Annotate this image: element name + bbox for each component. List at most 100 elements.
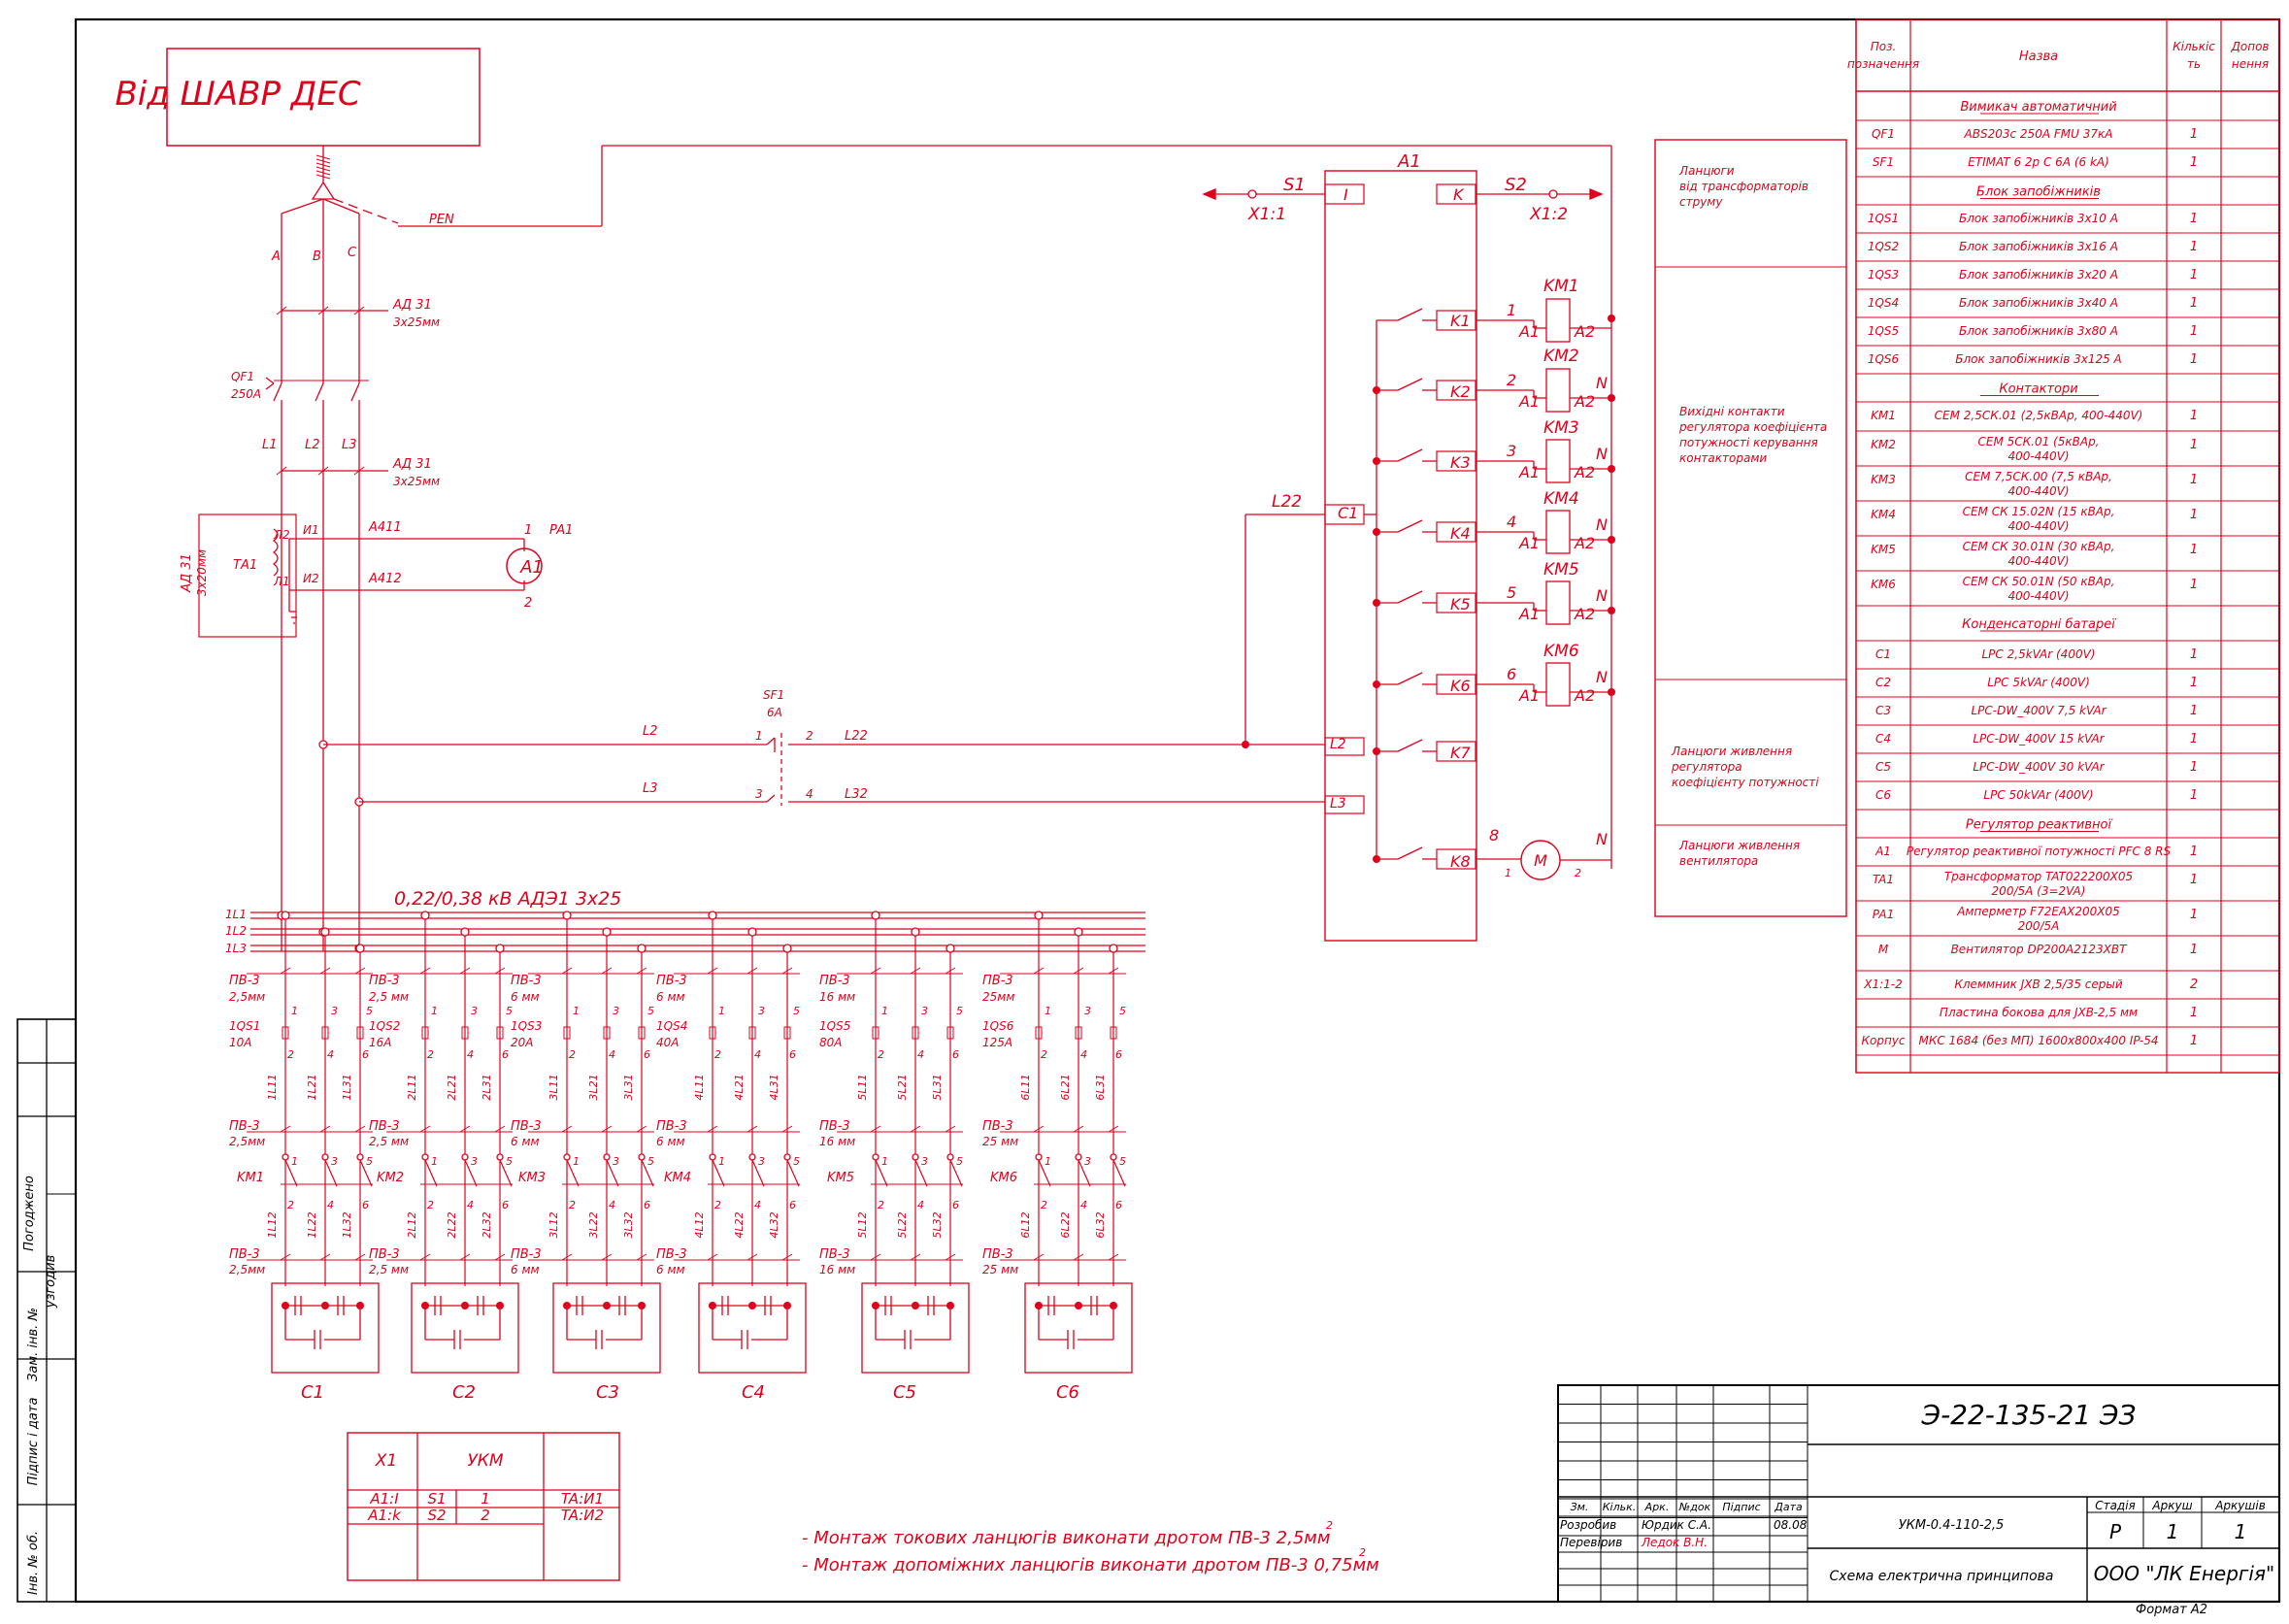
cable-tick (601, 1253, 613, 1261)
fuse (872, 1026, 879, 1040)
sheets-value: 1 (2235, 1520, 2247, 1543)
capacitor-bank-C1 (271, 1282, 380, 1374)
wire-number: 5L21 (896, 1074, 909, 1100)
km-pin: 4 (467, 1199, 474, 1211)
schematic-label: 5 (1507, 583, 1516, 602)
bom-qty: 1 (2190, 943, 2198, 957)
wire-number: 3L12 (547, 1211, 560, 1238)
cable-tick (945, 1253, 956, 1261)
schematic-label: АД 31 (392, 298, 432, 313)
bom-qty: 1 (2190, 409, 2198, 423)
km-pin: 1 (881, 1155, 888, 1168)
schematic-label: 2 (1575, 867, 1581, 879)
fuse-pin: 6 (644, 1048, 650, 1061)
bom-qty: 1 (2190, 155, 2198, 170)
km-pin: 2 (427, 1199, 434, 1211)
contact-terminal (461, 1153, 469, 1161)
checker-name: Ледок В.Н. (1641, 1536, 1708, 1549)
junction-dot (1608, 536, 1615, 544)
km-pin: 3 (613, 1155, 619, 1168)
fuse-rating: 80A (819, 1036, 842, 1049)
schematic-label: K2 (1450, 382, 1471, 401)
bom-name: Блок запобіжників 3х80 А (1959, 324, 2118, 338)
x1-cell: S1 (427, 1490, 446, 1508)
bom-name: LPC 2,5kVAr (400V) (1982, 647, 2096, 661)
bom-name: Трансформатор TAT022200X05 (1944, 870, 2133, 883)
schematic-label: A1 (1397, 151, 1421, 172)
junction-ring (355, 944, 365, 953)
x1-cell: 2 (481, 1507, 490, 1524)
bom-name: 400-440V) (2007, 519, 2069, 533)
fuse-pin: 6 (952, 1048, 959, 1061)
wire-number: 2L22 (446, 1211, 458, 1238)
x1-cell: S2 (427, 1507, 446, 1524)
contact-terminal (709, 1153, 716, 1161)
schematic-label: PEN (429, 213, 454, 227)
arrow-right-icon (1589, 188, 1604, 200)
bom-name: Регулятор реактивної потужності PFC 8 RS (1907, 845, 2172, 858)
junction-dot (912, 1302, 919, 1309)
side-stamp-label: Зам. інв. № (26, 1308, 41, 1381)
bom-position: C6 (1875, 788, 1891, 802)
bom-name: Амперметр F72EAX200X05 (1956, 905, 2120, 918)
junction-dot (603, 1302, 611, 1309)
wire-number: 5L32 (931, 1211, 944, 1238)
bom-name: 400-440V) (2007, 589, 2069, 603)
developer-name: Юрдик С.А. (1642, 1518, 1711, 1532)
checked-label: Перевірив (1560, 1536, 1622, 1549)
cable-size: 16 мм (819, 1135, 855, 1148)
cable-type: ПВ-3 (656, 1247, 687, 1262)
km-pin: 5 (956, 1155, 963, 1168)
fuse-block-id: 1QS3 (511, 1019, 542, 1033)
wire (1397, 448, 1423, 462)
wire-number: 3L11 (547, 1074, 560, 1100)
legend-text-1: Вихідні контакти (1679, 405, 1785, 418)
fuse-pin: 3 (613, 1005, 619, 1017)
fuse (603, 1026, 611, 1040)
junction-dot (1608, 465, 1615, 473)
bom-name: СЕМ 2,5СК.01 (2,5кВАр, 400-440V) (1935, 409, 2143, 422)
wire (766, 794, 776, 803)
terminal-L2 (1324, 737, 1365, 756)
cable-tick (870, 1125, 881, 1133)
capacitor-bank-C2 (411, 1282, 519, 1374)
schematic-label: X1:1 (1247, 205, 1286, 224)
schematic-label: QF1 (231, 370, 254, 383)
wire (281, 198, 324, 215)
fuse-pin: 3 (331, 1005, 338, 1017)
cable-tick (561, 1125, 573, 1133)
schematic-label: 2 (524, 596, 532, 611)
contactor-contact (712, 1159, 725, 1187)
cable-tick (746, 1125, 758, 1133)
wire-number: 1L21 (306, 1074, 318, 1100)
contactor-id: KM1 (237, 1171, 264, 1185)
bom-qty: 1 (2190, 1006, 2198, 1020)
bom-name: Блок запобіжників 3х10 А (1959, 212, 2118, 225)
developed-label: Розробив (1560, 1518, 1616, 1532)
fuse-block-id: 1QS2 (369, 1019, 400, 1033)
cable-tick (459, 1253, 471, 1261)
contactor-coil-km2 (1545, 368, 1571, 413)
coil-pin-a2: A2 (1574, 322, 1595, 341)
cable-size: 6 мм (511, 1135, 540, 1148)
contactor-coil-km6 (1545, 662, 1571, 707)
schematic-label: KM1 (1543, 277, 1579, 296)
wire-number: 2L11 (406, 1074, 418, 1100)
schematic-label: PA1 (549, 523, 573, 538)
legend-text-2: Ланцюги живлення (1671, 745, 1792, 758)
fuse-rating: 20A (511, 1036, 533, 1049)
schematic-label: N (1596, 445, 1608, 463)
contactor-contact (875, 1159, 888, 1187)
bom-position: 1QS2 (1868, 240, 1899, 253)
bom-position: 1QS5 (1868, 324, 1899, 338)
cable-tick (781, 967, 793, 975)
cable-tick (636, 1125, 647, 1133)
schematic-label: K1 (1450, 312, 1471, 330)
cable-size: 6 мм (511, 1263, 540, 1276)
cable-size: 6 мм (656, 1135, 685, 1148)
cable-tick (1108, 967, 1119, 975)
fuse-pin: 6 (789, 1048, 796, 1061)
bom-qty: 1 (2190, 845, 2198, 859)
schematic-label: K5 (1450, 595, 1471, 613)
ground-hatch (315, 170, 331, 176)
